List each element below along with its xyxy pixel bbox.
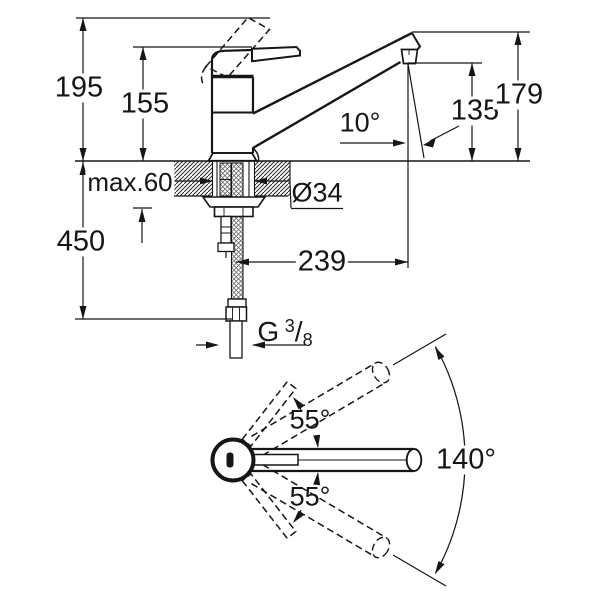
- connection-tube: [229, 320, 243, 359]
- mounting-stud: [220, 215, 232, 244]
- dim-label-179: 179: [492, 78, 546, 111]
- mounting-washer: [201, 196, 267, 208]
- spout-end-cap: [405, 448, 423, 472]
- dim-label-239: 239: [295, 245, 349, 278]
- dim-label-135: 135: [448, 94, 502, 127]
- flex-hose: [230, 162, 244, 300]
- worktop-section: [75, 160, 530, 197]
- dim-label-155: 155: [118, 87, 172, 120]
- lever-plan: [251, 453, 299, 466]
- base-flange: [206, 152, 259, 162]
- cartridge-mark: [226, 452, 234, 468]
- lever-handle: [251, 45, 301, 63]
- dia-leader: [289, 181, 343, 210]
- angle-label-55-bottom: 55°: [289, 481, 331, 512]
- faucet-body: [200, 16, 301, 162]
- under-counter-assembly: [201, 161, 267, 359]
- aerator: [400, 48, 419, 65]
- mounting-nut: [213, 206, 254, 218]
- lever-raised-dashed: [204, 16, 271, 79]
- cartridge-cap: [210, 48, 253, 77]
- angle-label-10: 10°: [339, 107, 381, 138]
- thread-size-label: G 3/8: [257, 316, 313, 350]
- spout-plan-solid: [210, 437, 423, 483]
- dim-label-195: 195: [52, 71, 106, 104]
- dim-label-450: 450: [54, 225, 108, 258]
- dim-label-max60: max.60: [85, 167, 175, 197]
- stream-angle-line: [407, 63, 425, 159]
- angle-label-55-top: 55°: [289, 404, 331, 435]
- swivel-positions-dashed: [241, 361, 391, 559]
- hose-collar: [227, 298, 247, 308]
- angle-label-140: 140°: [434, 443, 498, 476]
- dim-label-dia34: Ø34: [291, 177, 343, 208]
- side-elevation-view: [75, 16, 530, 359]
- arrowheads: [79, 18, 522, 574]
- plan-view: [210, 333, 466, 587]
